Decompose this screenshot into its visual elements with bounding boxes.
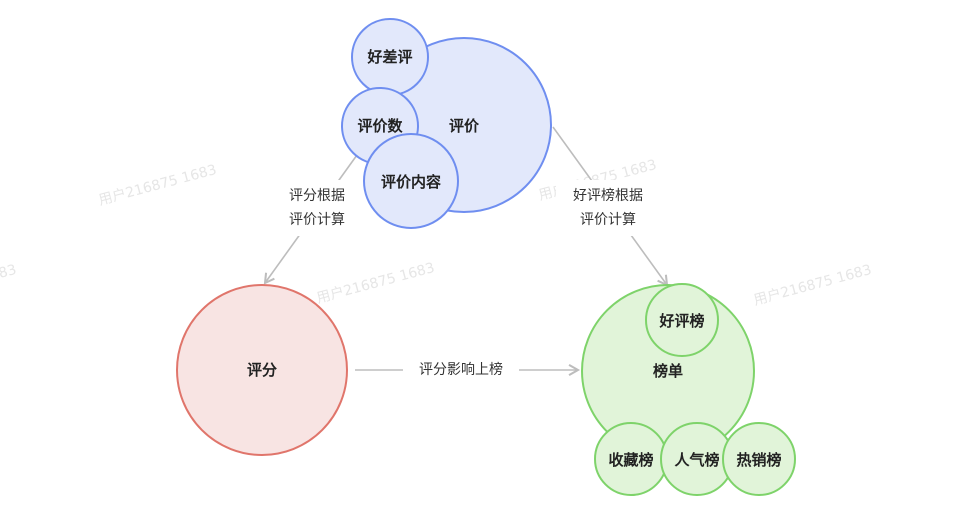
node-rating-label: 评分 [247,361,277,379]
node-good-review-list-label: 好评榜 [658,312,704,330]
edge-label-bg [276,180,358,236]
edge-label-review-to-ranking-line1: 好评榜根据 [573,187,643,204]
node-bestseller-list-label: 热销榜 [736,451,781,469]
edge-label-review-to-ranking-line2: 评价计算 [580,212,636,228]
edge-label-review-to-rating-line2: 评价计算 [289,212,345,228]
node-good-review-list[interactable] [645,283,719,357]
node-bestseller-list[interactable] [722,422,796,496]
watermark: 83 [0,262,18,282]
edge-label-bg [556,180,660,236]
edge-label-bg [403,358,519,382]
node-review-count-label: 评价数 [357,117,403,135]
node-popularity-list-label: 人气榜 [674,451,719,469]
node-review-label: 评价 [449,117,480,135]
node-good-bad-review-label: 好差评 [366,48,412,66]
watermark: 用户216875 1683 [97,161,219,209]
node-ranking-label: 榜单 [653,362,683,380]
edge-label-rating-to-ranking: 评分影响上榜 [419,361,503,378]
watermark: 用户216875 1683 [315,259,437,307]
node-review-content[interactable] [363,133,459,229]
node-favorites-list-label: 收藏榜 [608,451,653,469]
watermark: 用户216875 1683 [752,261,874,309]
edge-label-review-to-rating-line1: 评分根据 [289,188,345,204]
node-rating[interactable] [176,284,348,456]
node-review-content-label: 评价内容 [381,173,441,191]
